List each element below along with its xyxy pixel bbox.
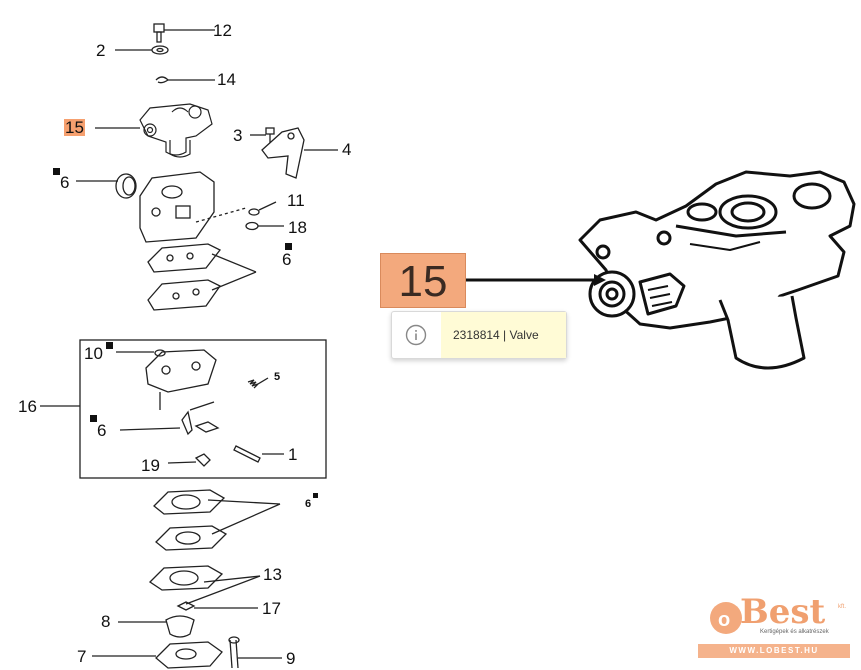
- kit-marker-icon: [90, 415, 97, 422]
- part-6-ring[interactable]: [76, 173, 137, 199]
- tooltip-text: 2318814 | Valve: [441, 312, 566, 358]
- label-3[interactable]: 3: [233, 126, 243, 145]
- label-1[interactable]: 1: [288, 445, 298, 464]
- part-12-screw[interactable]: [153, 23, 215, 43]
- label-6-needle[interactable]: 6: [97, 421, 107, 440]
- info-icon: [392, 312, 440, 358]
- label-18[interactable]: 18: [288, 218, 307, 237]
- logo-tagline: Kertigépek és alkatrészek: [760, 629, 829, 635]
- label-12[interactable]: 12: [213, 21, 232, 40]
- part-7-cover[interactable]: [92, 641, 223, 669]
- part-17-screw[interactable]: [176, 601, 258, 611]
- label-7[interactable]: 7: [77, 647, 87, 666]
- label-11[interactable]: 11: [287, 191, 305, 210]
- logo-brand-suffix: kft.: [838, 604, 847, 610]
- part-9-bolt[interactable]: [228, 636, 282, 669]
- part-6-diaphragms-lower[interactable]: [153, 489, 281, 551]
- valve-enlarged-drawing[interactable]: [578, 170, 856, 370]
- logo-url[interactable]: WWW.LOBEST.HU: [698, 644, 850, 658]
- part-14-clip[interactable]: [155, 76, 215, 84]
- kit-marker-icon: [106, 342, 113, 349]
- part-11-oring[interactable]: [248, 201, 277, 216]
- carburetor-body[interactable]: [139, 171, 215, 243]
- kit-marker-icon: [53, 168, 60, 175]
- part-tooltip: 2318814 | Valve: [391, 311, 567, 359]
- label-2[interactable]: 2: [96, 41, 106, 60]
- part-13-metering[interactable]: [148, 565, 261, 605]
- label-15-highlighted[interactable]: 15: [64, 118, 85, 137]
- label-16[interactable]: 16: [18, 397, 37, 416]
- label-19[interactable]: 19: [141, 456, 160, 475]
- part-18-oring[interactable]: [245, 221, 284, 231]
- label-13[interactable]: 13: [263, 565, 282, 584]
- label-5[interactable]: 5: [274, 371, 281, 383]
- label-4[interactable]: 4: [342, 140, 352, 159]
- part-4-bracket[interactable]: [261, 127, 338, 179]
- kit-marker-icon: [313, 493, 318, 498]
- part-2-washer[interactable]: [115, 45, 169, 55]
- callout-number-box[interactable]: 15: [380, 253, 466, 308]
- label-8[interactable]: 8: [101, 612, 111, 631]
- callout-arrow: [594, 274, 606, 286]
- label-17[interactable]: 17: [262, 599, 281, 618]
- kit-marker-icon: [285, 243, 292, 250]
- part-8-cup[interactable]: [118, 615, 195, 638]
- label-10[interactable]: 10: [84, 344, 103, 363]
- lobest-logo[interactable]: o Best kft. Kertigépek és alkatrészek WW…: [698, 592, 852, 660]
- lobest-logo-mark-icon: o: [710, 602, 742, 634]
- part-15-valve-small[interactable]: [95, 103, 213, 158]
- label-6-gaskets[interactable]: 6: [282, 250, 292, 269]
- kit-16-box[interactable]: [40, 339, 327, 479]
- label-6-ring[interactable]: 6: [60, 173, 70, 192]
- label-6-diaphragms[interactable]: 6: [305, 498, 312, 510]
- logo-brand-best: Best: [740, 592, 826, 632]
- part-6-gaskets-upper[interactable]: [147, 243, 257, 311]
- label-9[interactable]: 9: [286, 649, 296, 668]
- svg-text:o: o: [718, 609, 730, 631]
- label-14[interactable]: 14: [217, 70, 236, 89]
- callout-number: 15: [398, 257, 448, 306]
